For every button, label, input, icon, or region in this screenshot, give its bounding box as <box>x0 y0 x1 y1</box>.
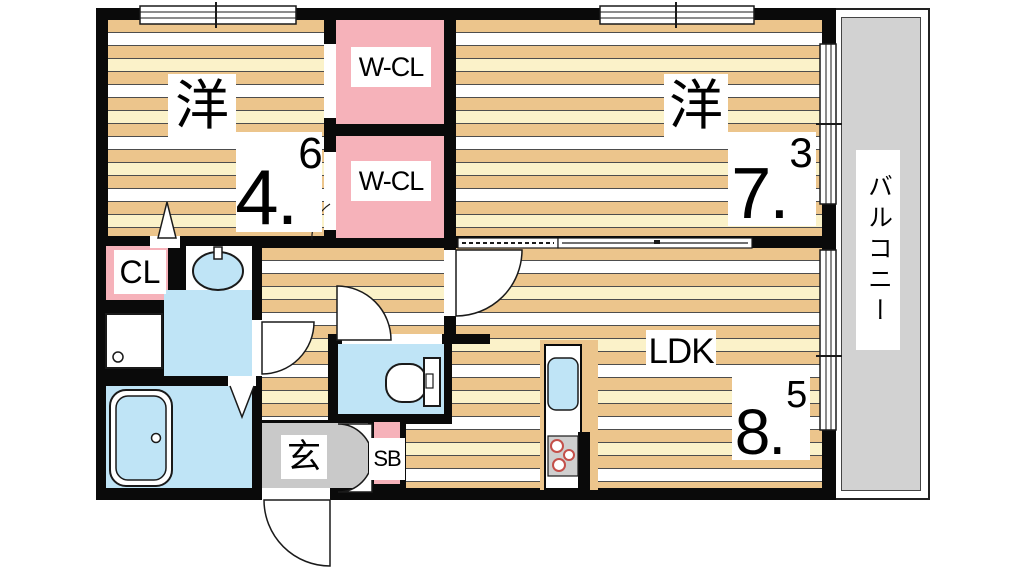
window-top-left <box>139 2 297 28</box>
doorway-room-left <box>150 236 180 248</box>
doorway-toilet <box>342 334 442 344</box>
room-name: 洋 <box>175 76 229 136</box>
size-sup: 3 <box>789 129 813 176</box>
size-sup: 6 <box>298 129 323 178</box>
sliding-partition-dashed <box>457 237 559 249</box>
door-hall-to-ldk <box>455 249 523 317</box>
kitchen-sink-icon <box>547 357 579 411</box>
doorway-wcl-bottom <box>324 152 336 230</box>
doorway-bath <box>228 376 256 386</box>
size-main: 4. <box>235 153 298 242</box>
room-name: SB <box>373 446 401 471</box>
wcl-top-label: W-CL <box>351 47 431 87</box>
door-toilet <box>336 285 392 341</box>
toilet-icon <box>385 357 441 407</box>
wall-stub-kitchen <box>578 432 590 490</box>
gas-stove-icon <box>547 435 579 477</box>
sliding-partition-solid <box>557 237 753 249</box>
room-western-right-size: 7. 3 <box>728 129 816 234</box>
wcl-name: W-CL <box>358 51 425 82</box>
room-western-left-label: 洋 <box>168 74 236 138</box>
room-name: LDK <box>648 331 714 371</box>
washing-machine-pan-icon <box>105 313 163 369</box>
doorway-wcl-top <box>324 44 336 118</box>
genkan-label: 玄 <box>281 435 327 479</box>
room-western-right-label: 洋 <box>664 74 728 138</box>
shoe-box-label: SB <box>369 438 405 480</box>
ldk-size: 8. 5 <box>732 374 810 468</box>
wall-stub-toilet <box>452 334 490 344</box>
door-shoebox-upper <box>337 423 373 459</box>
doorway-hall-ldk <box>444 250 456 316</box>
door-entrance <box>263 499 331 567</box>
closet-label: CL <box>114 250 166 294</box>
doorway-entrance <box>262 488 330 500</box>
washroom-floor <box>164 290 252 376</box>
room-name: 洋 <box>669 76 723 136</box>
window-balcony-upper <box>816 43 842 205</box>
door-bath-folding <box>229 385 255 420</box>
wcl-name: W-CL <box>358 165 425 196</box>
window-balcony-lower <box>816 249 842 431</box>
room-name: CL <box>119 254 161 290</box>
ldk-label: LDK <box>646 330 716 372</box>
room-name: バルコニー <box>864 172 893 328</box>
size-sup: 5 <box>786 374 808 416</box>
doorway-washroom <box>252 320 262 376</box>
size-main: 7. <box>731 153 789 234</box>
door-room-left-wedge <box>157 201 177 239</box>
washbasin-icon <box>192 246 244 291</box>
balcony-label: バルコニー <box>856 150 900 350</box>
wcl-bottom-label: W-CL <box>351 161 431 201</box>
bathtub-icon <box>109 389 173 487</box>
room-western-left-size: 4. 6 <box>235 129 323 242</box>
room-name: 玄 <box>287 438 321 476</box>
size-main: 8. <box>734 395 786 468</box>
door-shoebox-lower <box>337 457 373 493</box>
window-top-right <box>599 2 755 28</box>
door-washroom <box>261 321 315 375</box>
